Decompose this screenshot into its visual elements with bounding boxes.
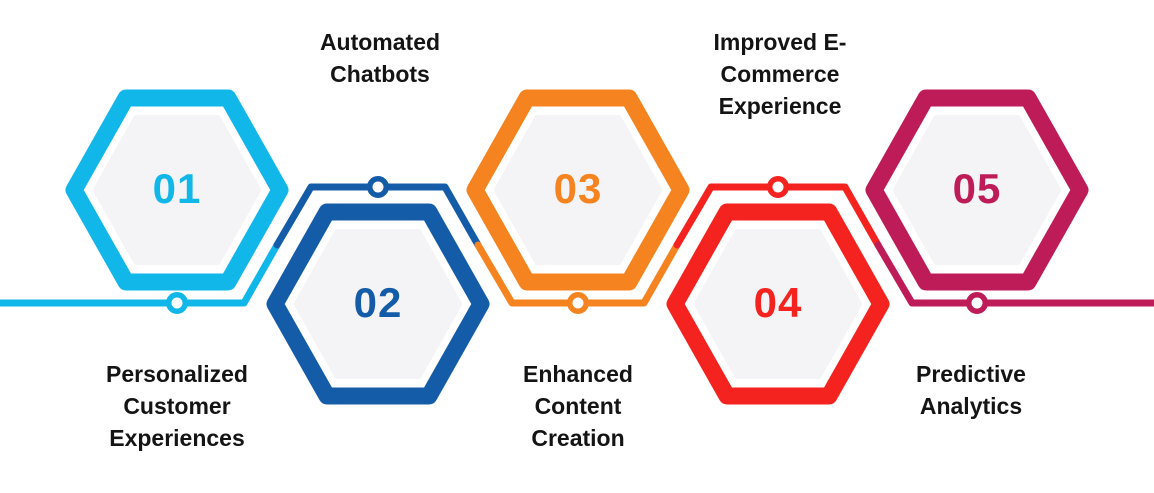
timeline-node-1 [166,292,188,314]
hexagon-step-3 [466,89,690,314]
hexagon-number-4: 04 [753,279,803,327]
hexagon-number-2: 02 [353,279,403,327]
hexagon-inner [93,115,261,265]
connector-segment-1 [0,241,281,307]
step-label-5: Predictive Analytics [916,361,1026,419]
hexagon-inner [694,229,862,379]
hexagon-number-1: 01 [152,165,202,213]
timeline-node-5 [966,292,988,314]
step-label-4: Improved E- Commerce Experience [713,29,847,119]
hexagon-ring [266,203,490,405]
hexagon-number-5: 05 [952,165,1002,213]
hexagon-number-3: 03 [553,165,603,213]
step-label-1: Personalized Customer Experiences [106,361,248,451]
step-label-3: Enhanced Content Creation [523,361,633,451]
timeline-node-4 [767,176,789,198]
hexagon-step-4 [666,176,890,405]
hexagon-inner [294,229,462,379]
hexagon-ring [65,89,289,291]
step-label-2: Automated Chatbots [319,29,441,87]
hexagon-step-2 [266,176,490,405]
connector-segment-5 [874,241,1154,307]
hexagon-step-5 [865,89,1089,314]
hexagon-ring [865,89,1089,291]
hexagon-ring [466,89,690,291]
hexagon-step-1 [65,89,289,314]
timeline-node-2 [367,176,389,198]
timeline-node-3 [567,292,589,314]
hexagon-inner [494,115,662,265]
hexagon-inner [893,115,1061,265]
hexagon-ring [666,203,890,405]
